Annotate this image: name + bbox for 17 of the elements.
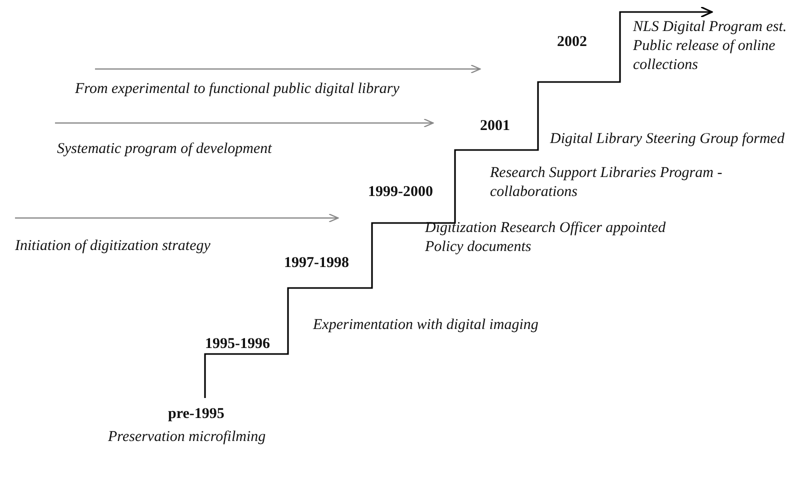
year-label: 1995-1996 bbox=[205, 335, 271, 354]
year-label: 1997-1998 bbox=[284, 254, 350, 273]
year-label: 2002 bbox=[557, 33, 588, 52]
year-label: 2001 bbox=[480, 117, 511, 136]
phase-label: From experimental to functional public digital library bbox=[75, 80, 400, 99]
milestone-text: Public release of online collections bbox=[633, 37, 776, 75]
milestone-text: Digitization Research Officer appointed bbox=[425, 219, 667, 238]
phase-label: Initiation of digitization strategy bbox=[15, 237, 212, 256]
milestone-text: NLS Digital Program est. bbox=[633, 18, 788, 37]
year-label: pre-1995 bbox=[168, 405, 226, 424]
phase-label: Systematic program of development bbox=[57, 140, 273, 159]
year-label: 1999-2000 bbox=[368, 183, 434, 202]
milestone-text: Policy documents bbox=[425, 238, 532, 257]
milestone-text: Digital Library Steering Group formed bbox=[550, 130, 786, 149]
milestone-text: Experimentation with digital imaging bbox=[313, 316, 540, 335]
milestone-text: Research Support Libraries Program - collaborations bbox=[490, 164, 724, 202]
milestone-text: Preservation microfilming bbox=[108, 428, 267, 447]
